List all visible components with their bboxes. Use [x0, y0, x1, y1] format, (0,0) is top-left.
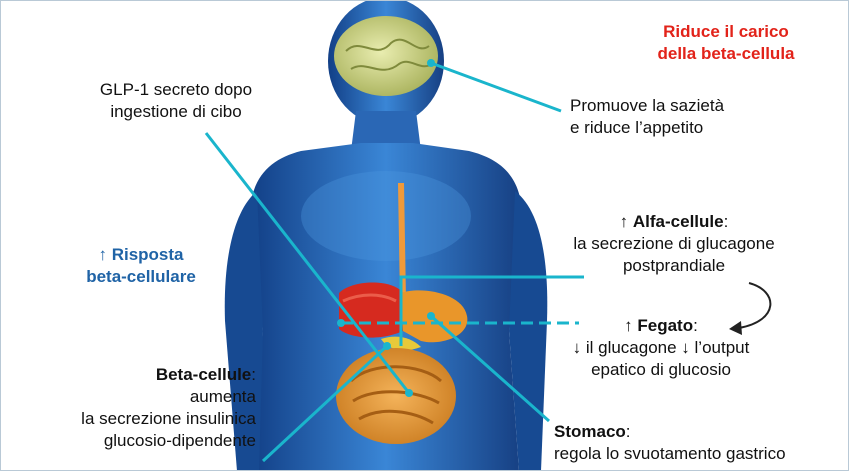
label-beta-cells: Beta-cellule: aumenta la secrezione insu…: [21, 364, 256, 452]
brain: [334, 16, 438, 96]
label-liver: ↑ Fegato: ↓ il glucagone ↓ l’output epat…: [526, 315, 796, 381]
label-glp1: GLP-1 secreto dopo ingestione di cibo: [61, 79, 291, 123]
label-stomach: Stomaco: regola lo svuotamento gastrico: [554, 421, 786, 465]
label-beta-load: Riduce il carico della beta-cellula: [621, 21, 831, 65]
chest-highlight: [301, 171, 471, 261]
intestines: [336, 348, 456, 444]
liver: [339, 283, 403, 338]
label-alpha-cells: ↑ Alfa-cellule: la secrezione di glucago…: [529, 211, 819, 277]
label-beta-response: ↑ Risposta beta-cellulare: [41, 244, 241, 288]
label-satiety: Promuove la sazietà e riduce l’appetito: [570, 95, 724, 139]
connector-satiety: [431, 63, 561, 111]
